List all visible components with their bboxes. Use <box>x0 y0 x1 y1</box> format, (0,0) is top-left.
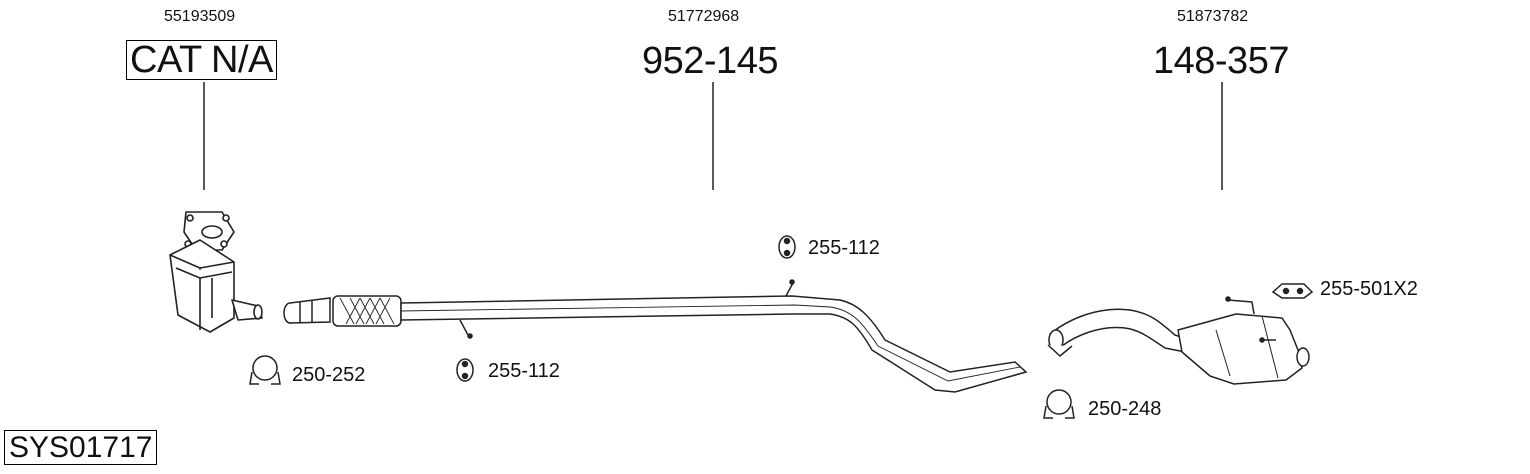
front-pipe-drawing <box>284 280 1026 392</box>
part-code-catalyst[interactable]: CAT N/A <box>126 40 277 80</box>
accessory-label-mount[interactable]: 255-501X2 <box>1320 278 1418 300</box>
accessory-label-hanger-2[interactable]: 255-112 <box>808 237 880 259</box>
clamp-icon <box>1044 390 1074 418</box>
oem-number-catalyst: 55193509 <box>164 8 236 25</box>
accessory-label-clamp-1[interactable]: 250-252 <box>292 364 366 386</box>
part-code-pipe[interactable]: 952-145 <box>642 40 778 82</box>
mount-bracket-icon <box>1273 284 1312 298</box>
part-code-muffler[interactable]: 148-357 <box>1153 40 1289 82</box>
rear-muffler-drawing <box>1048 297 1309 384</box>
accessory-label-hanger-1[interactable]: 255-112 <box>488 360 560 382</box>
system-code: SYS01717 <box>4 430 158 465</box>
oem-number-pipe: 51772968 <box>668 8 740 25</box>
oem-number-muffler: 51873782 <box>1177 8 1249 25</box>
clamp-icon <box>250 356 280 384</box>
accessory-label-clamp-2[interactable]: 250-248 <box>1088 398 1162 420</box>
catalytic-converter-drawing <box>170 212 262 332</box>
hanger-icon <box>779 236 795 258</box>
hanger-icon <box>457 359 473 381</box>
